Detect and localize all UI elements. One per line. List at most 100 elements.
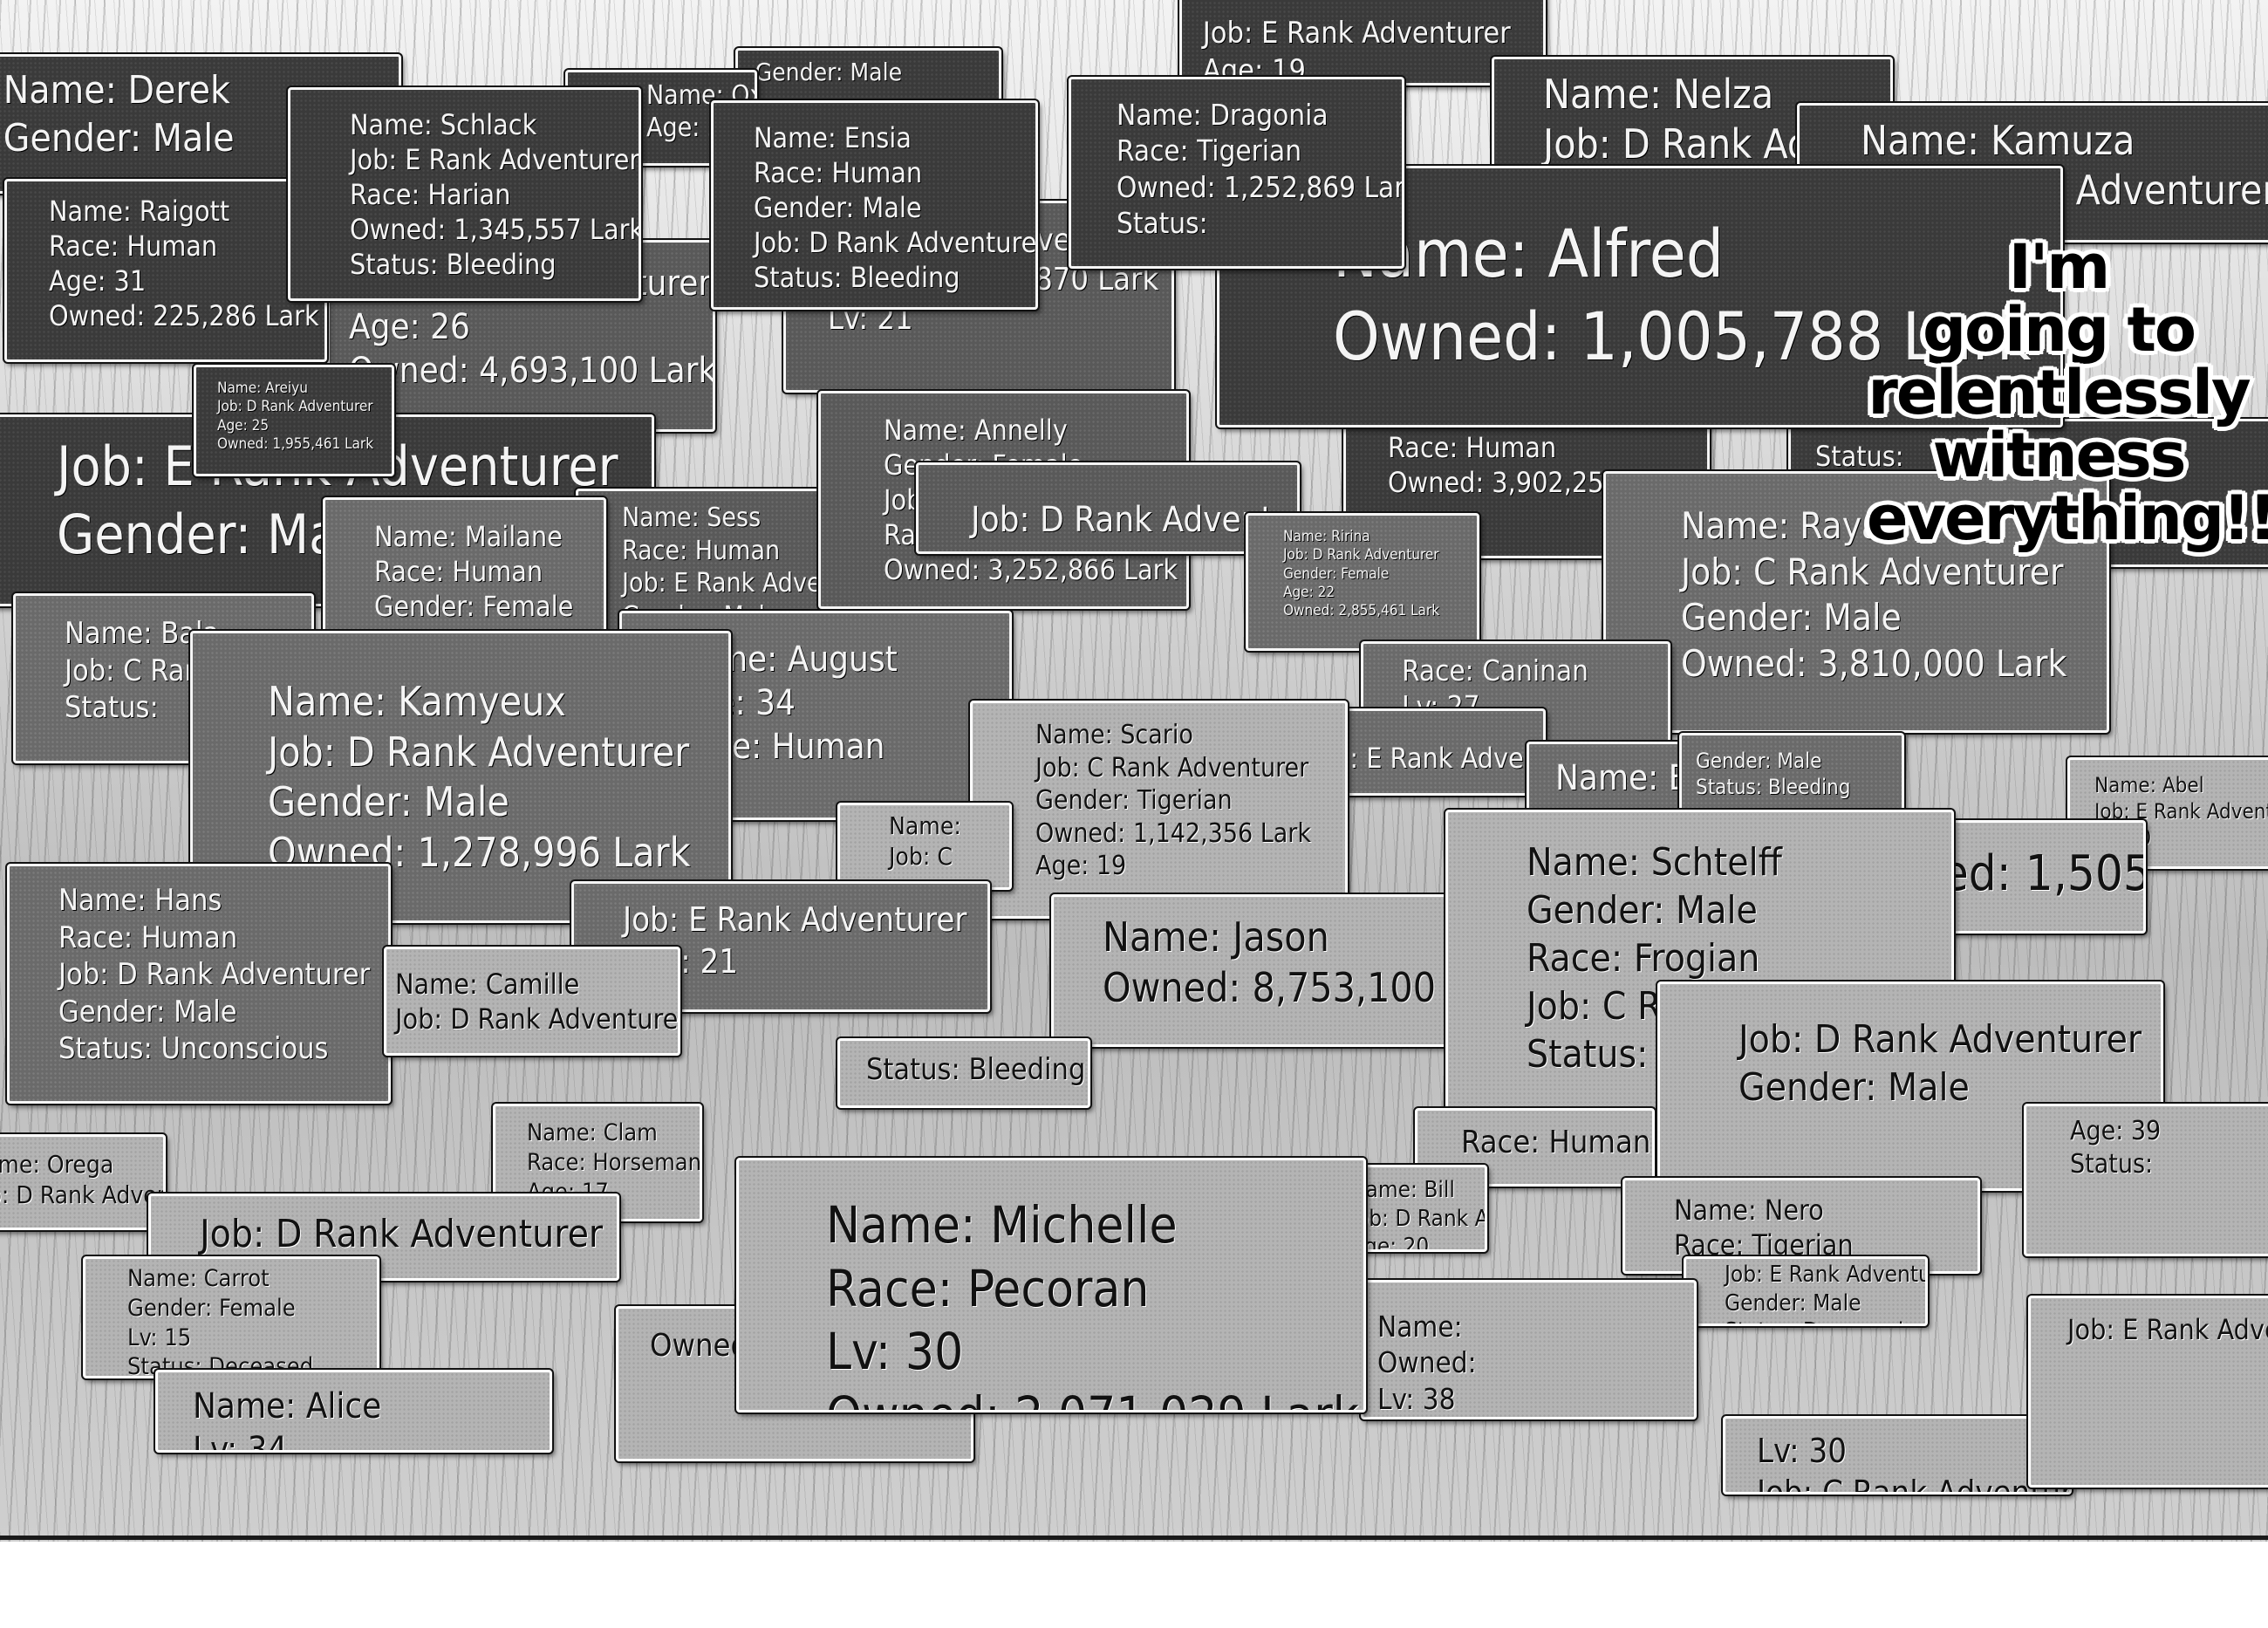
status-line: Gender: Male <box>58 994 237 1029</box>
status-window-oxian: Name: OxianAge: 31 <box>565 70 757 166</box>
status-line: Name: Ensia <box>754 121 912 154</box>
status-line: Status: Deceased <box>1725 1317 1909 1324</box>
status-line: Name: Alfred <box>1333 215 1725 292</box>
status-line: Gender: Male <box>1725 1289 1862 1317</box>
status-line: Race: Human <box>1388 431 1557 464</box>
status-line: Race: Caninan <box>1402 653 1588 687</box>
status-line: Job: C Rank Adventurer <box>1035 752 1309 783</box>
status-line: Status: Bleeding <box>866 1052 1086 1087</box>
status-line: Age: 22 <box>1283 583 1336 601</box>
status-line: Race: Tigerian <box>1117 133 1302 168</box>
status-line: Lv: 30 <box>826 1322 964 1381</box>
status-window-gender-male-top: Gender: Male <box>735 48 1001 118</box>
status-line: Race: Human <box>1461 1125 1651 1160</box>
status-line: Owned: 3,252,866 Lark <box>884 553 1178 586</box>
status-line: Gender: Male <box>1696 749 1822 773</box>
status-line: Job: D Rank Adventurer <box>58 957 371 992</box>
status-line: Job: D Rank Adventurer <box>1543 120 1890 168</box>
status-window-partial-rer: Job: D Rank Adventurer <box>916 462 1300 554</box>
speech-line: relentlessly <box>1868 357 2251 429</box>
speech-line: witness <box>1932 420 2187 492</box>
status-line: Gender: Male <box>57 502 383 566</box>
status-line: Job: C Rank Adventurer <box>1681 550 2064 593</box>
status-line: Name: August <box>674 640 898 680</box>
status-line: Name: Nelza <box>1543 70 1774 118</box>
status-line: Name: <box>1377 1310 1463 1344</box>
status-line: Lv: 38 <box>1377 1381 1456 1416</box>
status-line: Job: E Rank Adventurer <box>623 900 967 939</box>
status-line: Owned: 1,345,557 Lark <box>350 213 641 246</box>
status-line: Name: Orega <box>0 1150 114 1179</box>
status-line: Job: D Rank Adventurer <box>395 1002 680 1036</box>
status-line: Status: Bleeding <box>1696 775 1851 799</box>
status-line: Age: 39 <box>2070 1116 2162 1146</box>
status-line: Status: <box>1815 440 1904 473</box>
status-line: Job: D Rank Adventurer <box>217 398 373 416</box>
status-line: Age: 26 <box>349 307 470 347</box>
status-line: Name: Sess <box>622 503 762 533</box>
status-window-michelle: Job: E Rank Adventurer <box>2028 1296 2268 1488</box>
status-line: Race: Human <box>49 229 218 263</box>
status-line: Race: Human <box>754 156 923 189</box>
status-window-lv-30-c-rank: Name:Owned:Lv: 38 <box>1361 1280 1697 1419</box>
speech-line: everything!! <box>1867 482 2268 555</box>
status-line: Gender: Male <box>622 600 816 633</box>
speech-bubble-text: I'm going to relentlessly witness everyt… <box>1867 236 2268 555</box>
status-line: Owned: 4,693,100 Lark <box>349 351 715 391</box>
status-line: Status: <box>2070 1148 2154 1180</box>
status-line: Owned: <box>1377 1345 1477 1380</box>
status-line: Status: Bleeding <box>350 248 557 281</box>
status-line: Owned: 3,810,000 Lark <box>1681 641 2067 685</box>
status-line: Name: Dragonia <box>1117 98 1329 132</box>
status-line: Job: D Rank Adventurer <box>1739 1017 2142 1062</box>
status-line: Name: Annelly <box>884 414 1068 447</box>
status-line: Name: Schtelff <box>1527 840 1782 885</box>
status-line: Name: Carrot <box>127 1265 270 1292</box>
status-line: Race: Human <box>622 535 781 566</box>
status-line: Job: D Rank Adventurer <box>1350 1205 1487 1232</box>
status-line: Lv: 15 <box>127 1324 192 1351</box>
status-line: Job: E Rank Adventurer <box>2067 1313 2268 1346</box>
status-line: Job: C Rank Adventurer <box>1757 1473 2072 1495</box>
status-line: Age: 19 <box>1035 851 1127 881</box>
status-line: Status: Bleeding <box>754 261 960 294</box>
status-line: Name: Kamuza <box>1861 116 2135 164</box>
status-line: Age: 39 <box>1815 474 2264 509</box>
status-line: Job: D Rank Adventurer <box>754 226 1038 259</box>
status-window-race-human-lower: Race: Human <box>1415 1108 1655 1187</box>
status-line: Gender: Tigerian <box>1035 785 1233 816</box>
status-line: Race: Human <box>374 555 543 588</box>
status-line: Name: Bill <box>1350 1177 1455 1203</box>
status-line: Owned: 1,278,996 Lark <box>268 828 691 876</box>
status-line: Job: E Rank Adventurer <box>1202 16 1511 51</box>
status-line: Race: Tigerian <box>1674 1228 1854 1262</box>
status-line: Job: E Rank Adventurer <box>350 143 640 176</box>
status-line: Lv: 34 <box>193 1430 288 1453</box>
status-line: Job: D Rank Adventurer <box>268 728 690 776</box>
status-line: Name: Camille <box>395 968 580 1001</box>
status-line: Gender: Female <box>127 1294 296 1322</box>
